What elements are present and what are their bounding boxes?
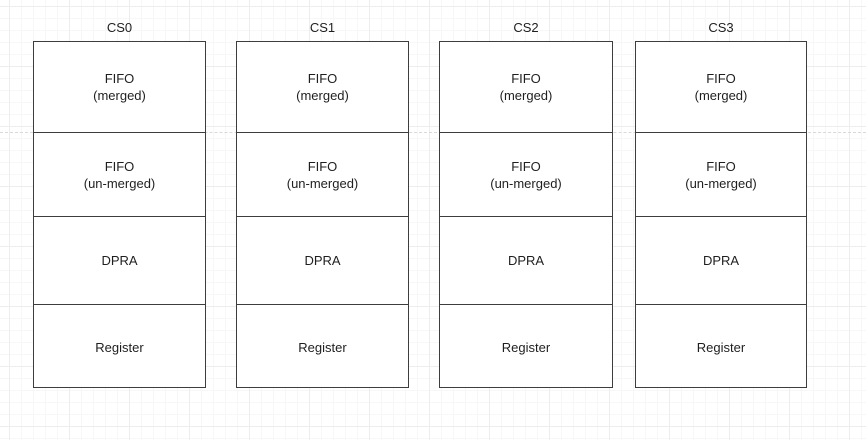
- block-label-line1: Register: [501, 339, 551, 355]
- block-label-line1: FIFO: [706, 158, 736, 174]
- column-label-3: CS3: [708, 20, 734, 35]
- block-label-line2: (merged): [93, 88, 146, 103]
- block-label-line2: (un-merged): [83, 175, 156, 191]
- block-label-line2: (un-merged): [685, 175, 757, 191]
- block-label-line2: (un-merged): [286, 175, 359, 191]
- block-label-line1: FIFO: [511, 71, 541, 86]
- block-label-line1: FIFO: [511, 158, 541, 174]
- block-cell[interactable]: FIFO(un-merged): [636, 133, 806, 217]
- block-cell[interactable]: FIFO(un-merged): [237, 133, 408, 217]
- block-cell[interactable]: FIFO(un-merged): [34, 133, 205, 217]
- block-label-line1: DPRA: [507, 253, 545, 268]
- column-label-1: CS1: [309, 20, 336, 35]
- block-label-line1: Register: [696, 339, 746, 355]
- column-label-0: CS0: [106, 20, 133, 35]
- block-label-line1: FIFO: [104, 158, 135, 174]
- block-cell[interactable]: Register: [34, 305, 205, 389]
- block-label-line1: FIFO: [706, 71, 736, 86]
- column-label-2: CS2: [513, 20, 539, 35]
- block-cell[interactable]: Register: [440, 305, 612, 389]
- block-cell[interactable]: DPRA: [237, 217, 408, 305]
- block-cell[interactable]: FIFO (merged): [636, 42, 806, 133]
- block-label-line1: DPRA: [702, 253, 740, 268]
- block-label-line1: DPRA: [101, 253, 138, 268]
- block-label-line2: (un-merged): [490, 175, 562, 191]
- block-label-line2: (merged): [296, 88, 349, 103]
- block-label-line1: FIFO: [307, 158, 338, 174]
- block-label-line2: (merged): [694, 88, 748, 103]
- block-cell[interactable]: DPRA: [440, 217, 612, 305]
- block-label-line1: FIFO: [307, 71, 338, 86]
- block-label-line1: DPRA: [304, 253, 341, 268]
- block-cell[interactable]: FIFO (merged): [237, 42, 408, 133]
- block-cell[interactable]: Register: [237, 305, 408, 389]
- block-cell[interactable]: Register: [636, 305, 806, 389]
- block-cell[interactable]: DPRA: [34, 217, 205, 305]
- block-cell[interactable]: FIFO (merged): [440, 42, 612, 133]
- block-cell[interactable]: DPRA: [636, 217, 806, 305]
- block-cell[interactable]: FIFO (merged): [34, 42, 205, 133]
- alignment-guide-line: [0, 132, 866, 133]
- block-label-line1: Register: [298, 339, 347, 355]
- block-label-line2: (merged): [499, 88, 553, 103]
- block-label-line1: FIFO: [104, 71, 135, 86]
- block-label-line1: Register: [95, 339, 144, 355]
- block-cell[interactable]: FIFO(un-merged): [440, 133, 612, 217]
